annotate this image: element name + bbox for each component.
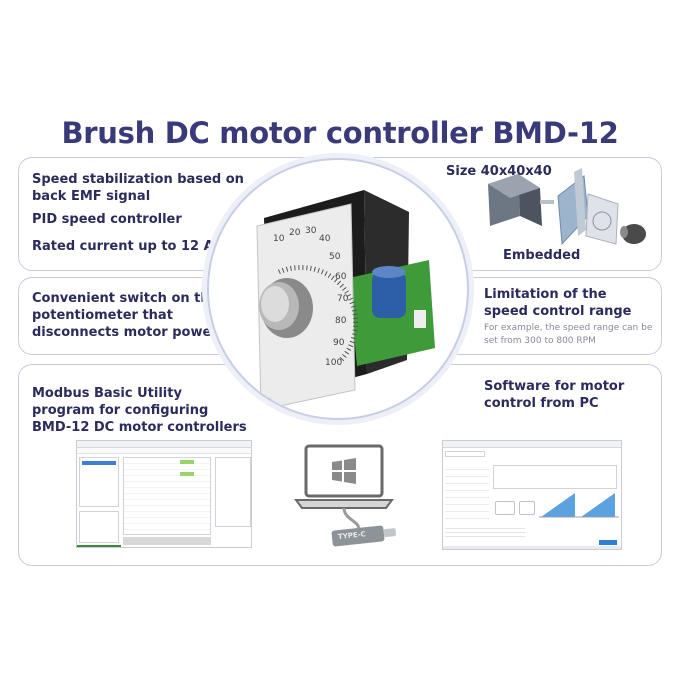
dial-label-90: 90: [333, 338, 345, 348]
windows-logo-icon: [332, 458, 356, 484]
dial-label-30: 30: [305, 226, 317, 236]
dial-label-100: 100: [325, 358, 343, 368]
dial-label-50: 50: [329, 252, 341, 262]
feature-size: Size 40x40x40: [446, 164, 552, 179]
feature-modbus: Modbus Basic Utility program for configu…: [32, 386, 247, 435]
feature-software: Software for motor control from PC: [484, 379, 625, 411]
laptop-icon: [294, 444, 394, 531]
exploded-assembly-illustration: [488, 168, 646, 246]
dial-label-10: 10: [273, 234, 285, 244]
controller-illustration: [256, 190, 435, 411]
feature-rated-current: Rated current up to 12 A: [32, 239, 214, 254]
feature-switch: Convenient switch on the potentiometer t…: [32, 291, 219, 340]
motor-software-screenshot: [442, 440, 622, 550]
dial-label-40: 40: [319, 234, 331, 244]
feature-embedded: Embedded: [503, 248, 581, 263]
feature-pid: PID speed controller: [32, 212, 182, 227]
feature-limitation-example: For example, the speed range can be set …: [484, 323, 653, 346]
page-title: Brush DC motor controller BMD-12: [61, 116, 619, 150]
usb-c-label: TYPE-C: [337, 530, 367, 542]
product-photo: 10 20 30 40 50 60 70 80 90 100: [207, 158, 469, 420]
dial-label-80: 80: [335, 316, 347, 326]
dial-label-20: 20: [289, 228, 301, 238]
dial-label-70: 70: [337, 294, 349, 304]
modbus-utility-screenshot: [76, 440, 252, 548]
feature-limitation: Limitation of the speed control range: [484, 287, 632, 319]
dial-label-60: 60: [335, 272, 347, 282]
feature-speed-stabilization: Speed stabilization based on back EMF si…: [32, 172, 244, 204]
